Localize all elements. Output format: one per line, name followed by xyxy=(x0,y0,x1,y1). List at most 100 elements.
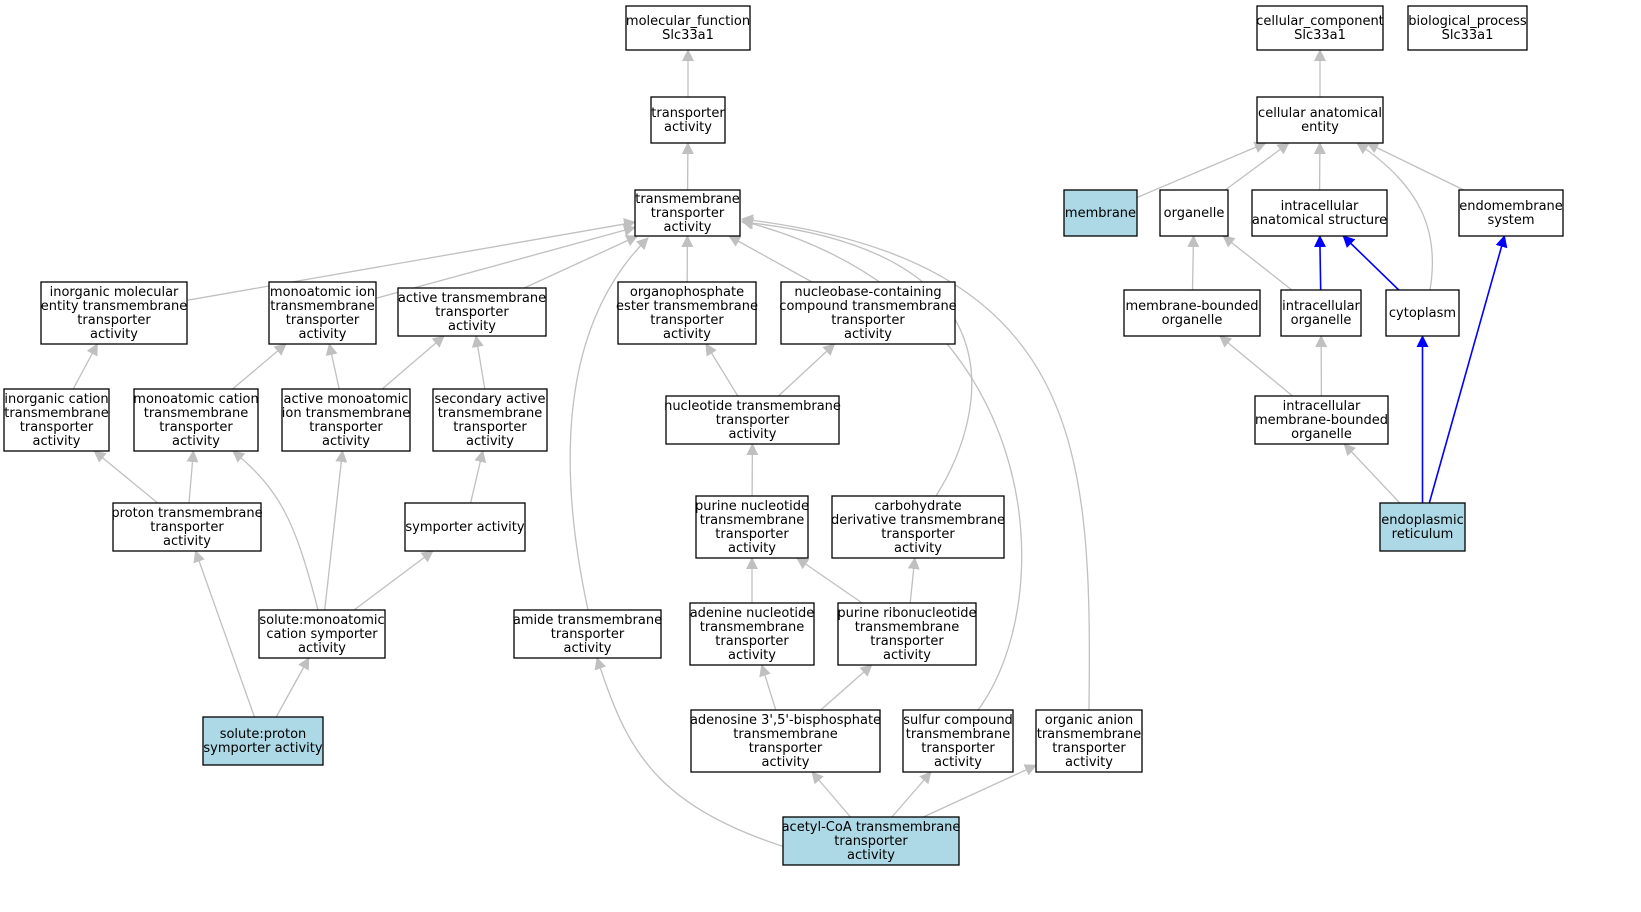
node-organic-anion[interactable]: organic aniontransmembranetransporteract… xyxy=(1035,709,1143,773)
node-sulfur-compound[interactable]: sulfur compoundtransmembranetransportera… xyxy=(902,709,1014,773)
node-box xyxy=(695,495,809,559)
node-box xyxy=(268,281,377,345)
node-label-line: ion transmembrane xyxy=(282,406,410,421)
node-label-line: transporter xyxy=(286,313,360,328)
node-label-line: biological_process xyxy=(1408,14,1527,29)
node-label-line: activity xyxy=(664,220,712,235)
node-label-line: entity xyxy=(1301,120,1339,135)
edge-amide_tm-to-tm_transporter xyxy=(569,237,649,611)
node-cytoplasm[interactable]: cytoplasm xyxy=(1385,289,1460,337)
node-box xyxy=(3,388,110,452)
node-label-line: transporter xyxy=(77,313,151,328)
node-box xyxy=(432,388,548,452)
node-box xyxy=(837,602,977,666)
node-box xyxy=(1123,289,1261,337)
node-label-line: adenosine 3',5'-bisphosphate xyxy=(690,713,881,728)
node-label-line: inorganic cation xyxy=(4,392,108,407)
edge-proton_tm-to-monoatomic_cation xyxy=(186,450,199,504)
node-label-line: acetyl-CoA transmembrane xyxy=(782,820,961,835)
node-label-line: amide transmembrane xyxy=(513,613,662,628)
node-label-line: transmembrane xyxy=(906,727,1011,742)
node-label-line: activity xyxy=(33,434,81,449)
node-box xyxy=(1379,502,1466,552)
edge-active_monoatomic-to-active_tm xyxy=(381,335,445,390)
node-box xyxy=(281,388,411,452)
node-label-line: activity xyxy=(728,648,776,663)
edge-organic_anion-to-tm_transporter xyxy=(741,214,1091,711)
node-box xyxy=(902,709,1014,773)
node-label-line: transporter xyxy=(309,420,383,435)
edge-er-to-intracellular_mbo xyxy=(1343,443,1401,504)
node-inorganic-cation[interactable]: inorganic cationtransmembranetransporter… xyxy=(3,388,110,452)
node-label-line: system xyxy=(1488,213,1535,228)
node-label-line: activity xyxy=(934,755,982,770)
node-label-line: sulfur compound xyxy=(903,713,1013,728)
node-symporter[interactable]: symporter activity xyxy=(404,502,526,552)
node-label-line: activity xyxy=(883,648,931,663)
node-label-line: intracellular xyxy=(1282,299,1360,314)
node-box xyxy=(112,502,262,552)
node-acetyl-coa[interactable]: acetyl-CoA transmembranetransporteractiv… xyxy=(782,816,961,866)
node-box xyxy=(1256,96,1384,144)
node-label-line: transmembrane xyxy=(733,727,838,742)
node-monoatomic-ion[interactable]: monoatomic iontransmembranetransporterac… xyxy=(268,281,377,345)
node-label-line: Slc33a1 xyxy=(1442,28,1494,43)
node-nucleotide-tm[interactable]: nucleotide transmembranetransporteractiv… xyxy=(664,395,841,445)
node-purine-nucleotide[interactable]: purine nucleotidetransmembranetransporte… xyxy=(695,495,809,559)
node-label-line: transmembrane xyxy=(438,406,543,421)
edge-proton_tm-to-inorganic_cation xyxy=(93,450,159,504)
node-label-line: activity xyxy=(172,434,220,449)
edge-nucleobase-to-tm_transporter xyxy=(728,235,813,283)
edge-intracellular_organelle-to-organelle xyxy=(1222,235,1293,291)
node-label-line: cytoplasm xyxy=(1389,306,1456,321)
node-box xyxy=(650,96,726,144)
node-box xyxy=(1385,289,1460,337)
node-label-line: active transmembrane xyxy=(398,291,546,306)
node-label-line: transporter xyxy=(921,741,995,756)
node-membrane[interactable]: membrane xyxy=(1063,189,1138,237)
node-label-line: compound transmembrane xyxy=(779,299,956,314)
node-monoatomic-cation[interactable]: monoatomic cationtransmembranetransporte… xyxy=(133,388,259,452)
node-label-line: intracellular xyxy=(1283,399,1361,414)
node-adenosine-bisphosphate[interactable]: adenosine 3',5'-bisphosphatetransmembran… xyxy=(690,709,881,773)
node-label-line: transporter xyxy=(715,527,789,542)
node-label-line: activity xyxy=(663,327,711,342)
node-purine-ribonucleotide[interactable]: purine ribonucleotidetransmembranetransp… xyxy=(837,602,977,666)
edge-nucleotide_tm-to-organophosphate xyxy=(705,343,739,397)
edge-solute_monoatomic-to-monoatomic_cation xyxy=(232,450,319,611)
node-label-line: transmembrane xyxy=(700,513,805,528)
node-adenine-nucleotide[interactable]: adenine nucleotidetransmembranetransport… xyxy=(689,602,815,666)
node-label-line: monoatomic ion xyxy=(270,285,375,300)
node-box xyxy=(665,395,840,445)
edge-solute_monoatomic-to-active_monoatomic xyxy=(324,450,348,611)
node-organelle[interactable]: organelle xyxy=(1159,189,1229,237)
edge-nucleotide_tm-to-nucleobase xyxy=(777,343,836,397)
edge-cytoplasm-to-intracellular_as xyxy=(1342,235,1400,291)
node-label-line: transporter xyxy=(831,313,905,328)
node-secondary-active[interactable]: secondary activetransmembranetransporter… xyxy=(432,388,548,452)
node-label-line: anatomical structure xyxy=(1252,213,1387,228)
